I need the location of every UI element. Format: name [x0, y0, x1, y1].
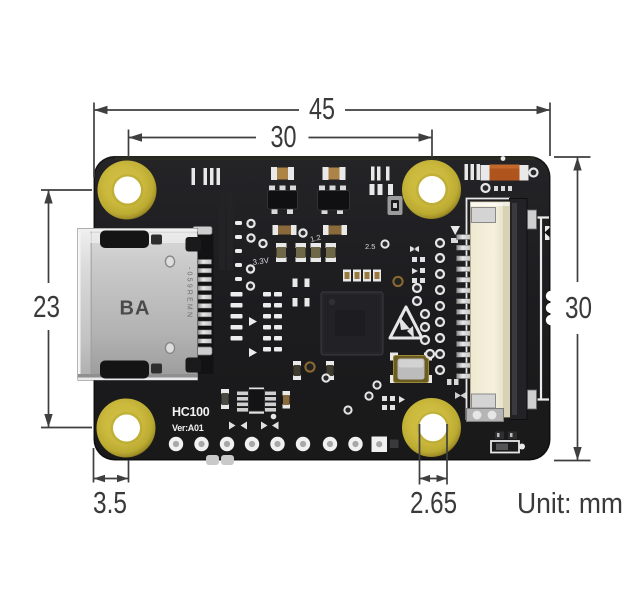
- svg-text:30: 30: [271, 119, 297, 154]
- svg-text:HC100: HC100: [172, 405, 210, 419]
- svg-text:3.3V: 3.3V: [252, 256, 270, 267]
- svg-text:1.2: 1.2: [309, 233, 321, 244]
- svg-text:2.5: 2.5: [365, 242, 375, 251]
- svg-text:BA: BA: [120, 298, 151, 320]
- svg-text:2.65: 2.65: [410, 485, 457, 520]
- svg-text:30: 30: [565, 290, 592, 325]
- svg-text:Ver:A01: Ver:A01: [172, 423, 204, 433]
- svg-text:23: 23: [33, 289, 60, 324]
- svg-text:Unit: mm: Unit: mm: [517, 488, 623, 520]
- svg-text:3.5: 3.5: [93, 485, 127, 520]
- svg-text:-059REMN: -059REMN: [186, 267, 193, 319]
- svg-text:45: 45: [309, 91, 335, 126]
